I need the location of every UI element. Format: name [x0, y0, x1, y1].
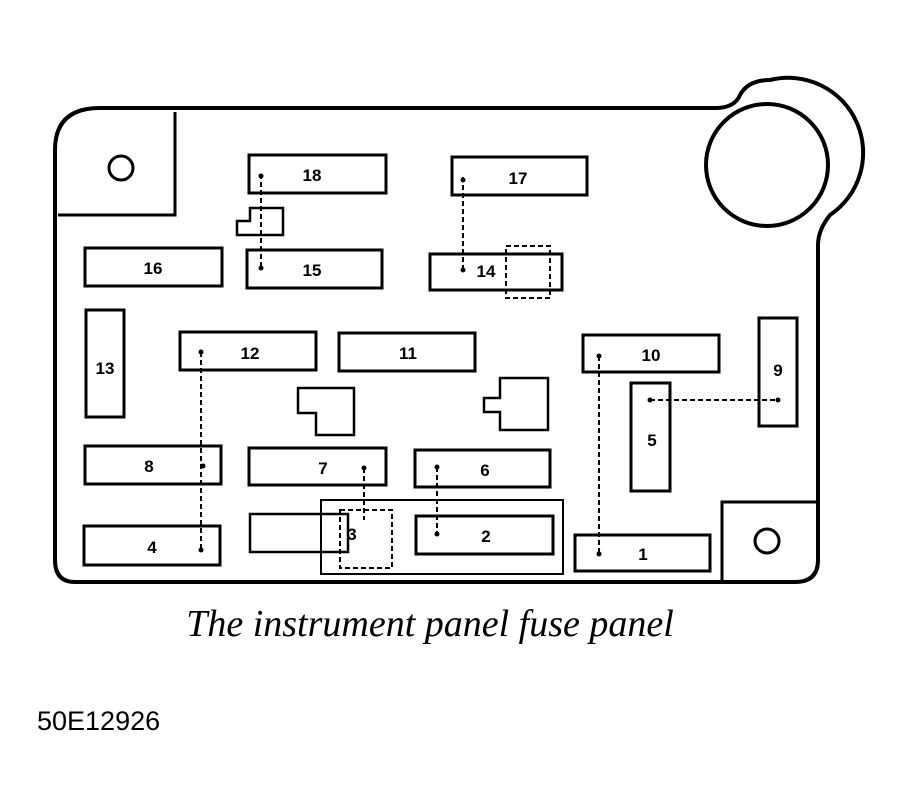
- fuse-label: 5: [647, 431, 656, 450]
- fuse-label: 2: [481, 527, 490, 546]
- fuse-label: 16: [144, 259, 163, 278]
- fuse-slot-10: 10: [581, 333, 721, 374]
- connector-shape: [235, 206, 285, 237]
- figure-id: 50E12926: [37, 706, 161, 736]
- test-point-icon: [434, 464, 440, 470]
- fuse-label: 4: [147, 538, 157, 557]
- test-point-icon: [596, 353, 602, 359]
- test-point-icon: [200, 463, 206, 469]
- test-point-icon: [258, 173, 264, 179]
- fuse-panel-diagram: 18 17 16 15 14 13 12 11 10 9 5 8: [53, 75, 866, 584]
- mounting-corner-bottom-right: [720, 500, 816, 580]
- fuse-label: 9: [773, 361, 782, 380]
- fuse-label: 6: [480, 461, 489, 480]
- test-point-icon: [775, 397, 781, 403]
- fuse-slot-7: 7: [247, 446, 388, 487]
- test-points: [198, 173, 781, 557]
- fuse-slot-8: 8: [83, 444, 223, 486]
- blank-slot: [248, 512, 350, 554]
- test-point-icon: [596, 551, 602, 557]
- fuse-label: 7: [318, 459, 327, 478]
- fuse-label: 8: [144, 457, 153, 476]
- fuse-slot-15: 15: [245, 248, 384, 290]
- test-point-icon: [198, 349, 204, 355]
- fuse-slot-14: 14: [428, 252, 564, 292]
- panel-outline: [53, 75, 866, 584]
- test-point-icon: [647, 397, 653, 403]
- fuse-slot-5: 5: [629, 381, 672, 493]
- connector-shape: [482, 376, 550, 432]
- test-point-icon: [460, 267, 466, 273]
- fuse-label: 14: [477, 262, 496, 281]
- fuse-slot-3: 3: [347, 525, 356, 544]
- connector-shape: [296, 386, 356, 437]
- fuse-label: 18: [303, 166, 322, 185]
- fuse-slot-18: 18: [247, 153, 388, 195]
- fuse-label: 11: [399, 344, 417, 363]
- test-point-icon: [361, 465, 367, 471]
- fuse-slot-17: 17: [450, 155, 589, 197]
- fuse-slot-9: 9: [757, 316, 799, 428]
- fuse-slot-4: 4: [82, 524, 222, 567]
- fuse-label: 12: [241, 344, 260, 363]
- fuse-slot-11: 11: [337, 331, 477, 373]
- fuse-label: 13: [96, 359, 115, 378]
- test-point-icon: [258, 265, 264, 271]
- fuse-slot-6: 6: [413, 448, 552, 489]
- fuse-label: 17: [509, 169, 528, 188]
- fuse-slot-12: 12: [178, 330, 318, 372]
- test-point-icon: [198, 547, 204, 553]
- fuse-slot-16: 16: [83, 246, 224, 288]
- fuse-slot-13: 13: [84, 308, 126, 419]
- diagram-caption: The instrument panel fuse panel: [186, 603, 674, 645]
- fuse-label: 10: [642, 346, 661, 365]
- fuse-slot-2: 2: [414, 514, 555, 556]
- fuse-label: 15: [303, 261, 322, 280]
- test-point-icon: [460, 177, 466, 183]
- mounting-corner-top-left: [58, 112, 177, 217]
- mounting-hole-icon: [753, 527, 781, 555]
- relay-dashed-outline: [339, 509, 393, 569]
- fuse-group-box: [320, 499, 564, 575]
- fuse-label: 3: [347, 525, 356, 544]
- test-point-icon: [434, 531, 440, 537]
- round-component: [704, 102, 830, 228]
- fuse-slot-1: 1: [573, 533, 712, 573]
- fuse-label: 1: [638, 545, 647, 564]
- mounting-hole-icon: [107, 154, 135, 182]
